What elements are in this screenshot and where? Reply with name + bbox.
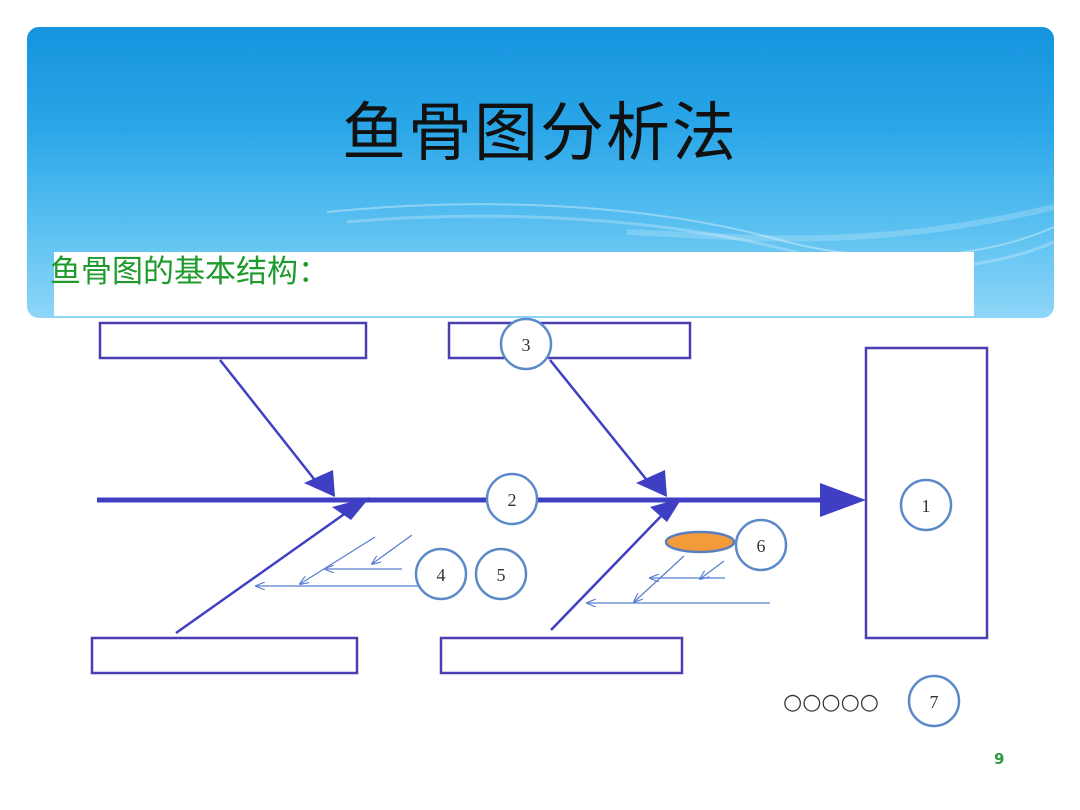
bottom-right-bone-arrowhead <box>650 498 682 522</box>
marker-4: 4 <box>414 547 468 601</box>
left-sub-bone-diag-1 <box>300 536 376 584</box>
top-right-bone <box>549 359 651 485</box>
marker-5: 5 <box>474 547 528 601</box>
bottom-left-bone <box>175 508 351 635</box>
top-left-category-box <box>98 321 368 360</box>
bottom-right-bone <box>550 511 666 631</box>
marker-1-label: 1 <box>922 496 931 516</box>
legend-symbols: ○○○○○ <box>783 690 879 715</box>
bottom-left-category-box <box>90 636 359 675</box>
spine-arrowhead <box>820 483 866 517</box>
marker-1: 1 <box>899 478 953 532</box>
marker-4-label: 4 <box>437 565 446 585</box>
cause-oval <box>664 530 736 554</box>
marker-7-label: 7 <box>930 692 939 712</box>
marker-2: 2 <box>485 472 539 526</box>
marker-7: 7 <box>907 674 961 728</box>
marker-6: 6 <box>734 518 788 572</box>
marker-3: 3 <box>499 317 553 371</box>
top-left-bone <box>219 359 319 485</box>
marker-5-label: 5 <box>497 565 506 585</box>
top-right-category-box <box>447 321 692 360</box>
content-panel <box>54 252 974 316</box>
marker-6-label: 6 <box>757 536 766 556</box>
left-sub-bone-diag-2 <box>372 534 413 564</box>
slide-subtitle: 鱼骨图的基本结构： <box>50 254 329 290</box>
slide-title: 鱼骨图分析法 <box>342 97 738 171</box>
page-number: 9 <box>994 750 1005 768</box>
bottom-right-category-box <box>439 636 684 675</box>
top-left-bone-arrowhead <box>304 470 335 497</box>
right-sub-bone-diag-2 <box>700 560 725 579</box>
bottom-left-bone-arrowhead <box>332 497 370 520</box>
marker-2-label: 2 <box>508 490 517 510</box>
marker-3-label: 3 <box>522 335 531 355</box>
banner-wave-decoration <box>326 203 1054 270</box>
right-sub-bone-diag-1 <box>634 555 685 602</box>
top-right-bone-arrowhead <box>636 470 667 497</box>
